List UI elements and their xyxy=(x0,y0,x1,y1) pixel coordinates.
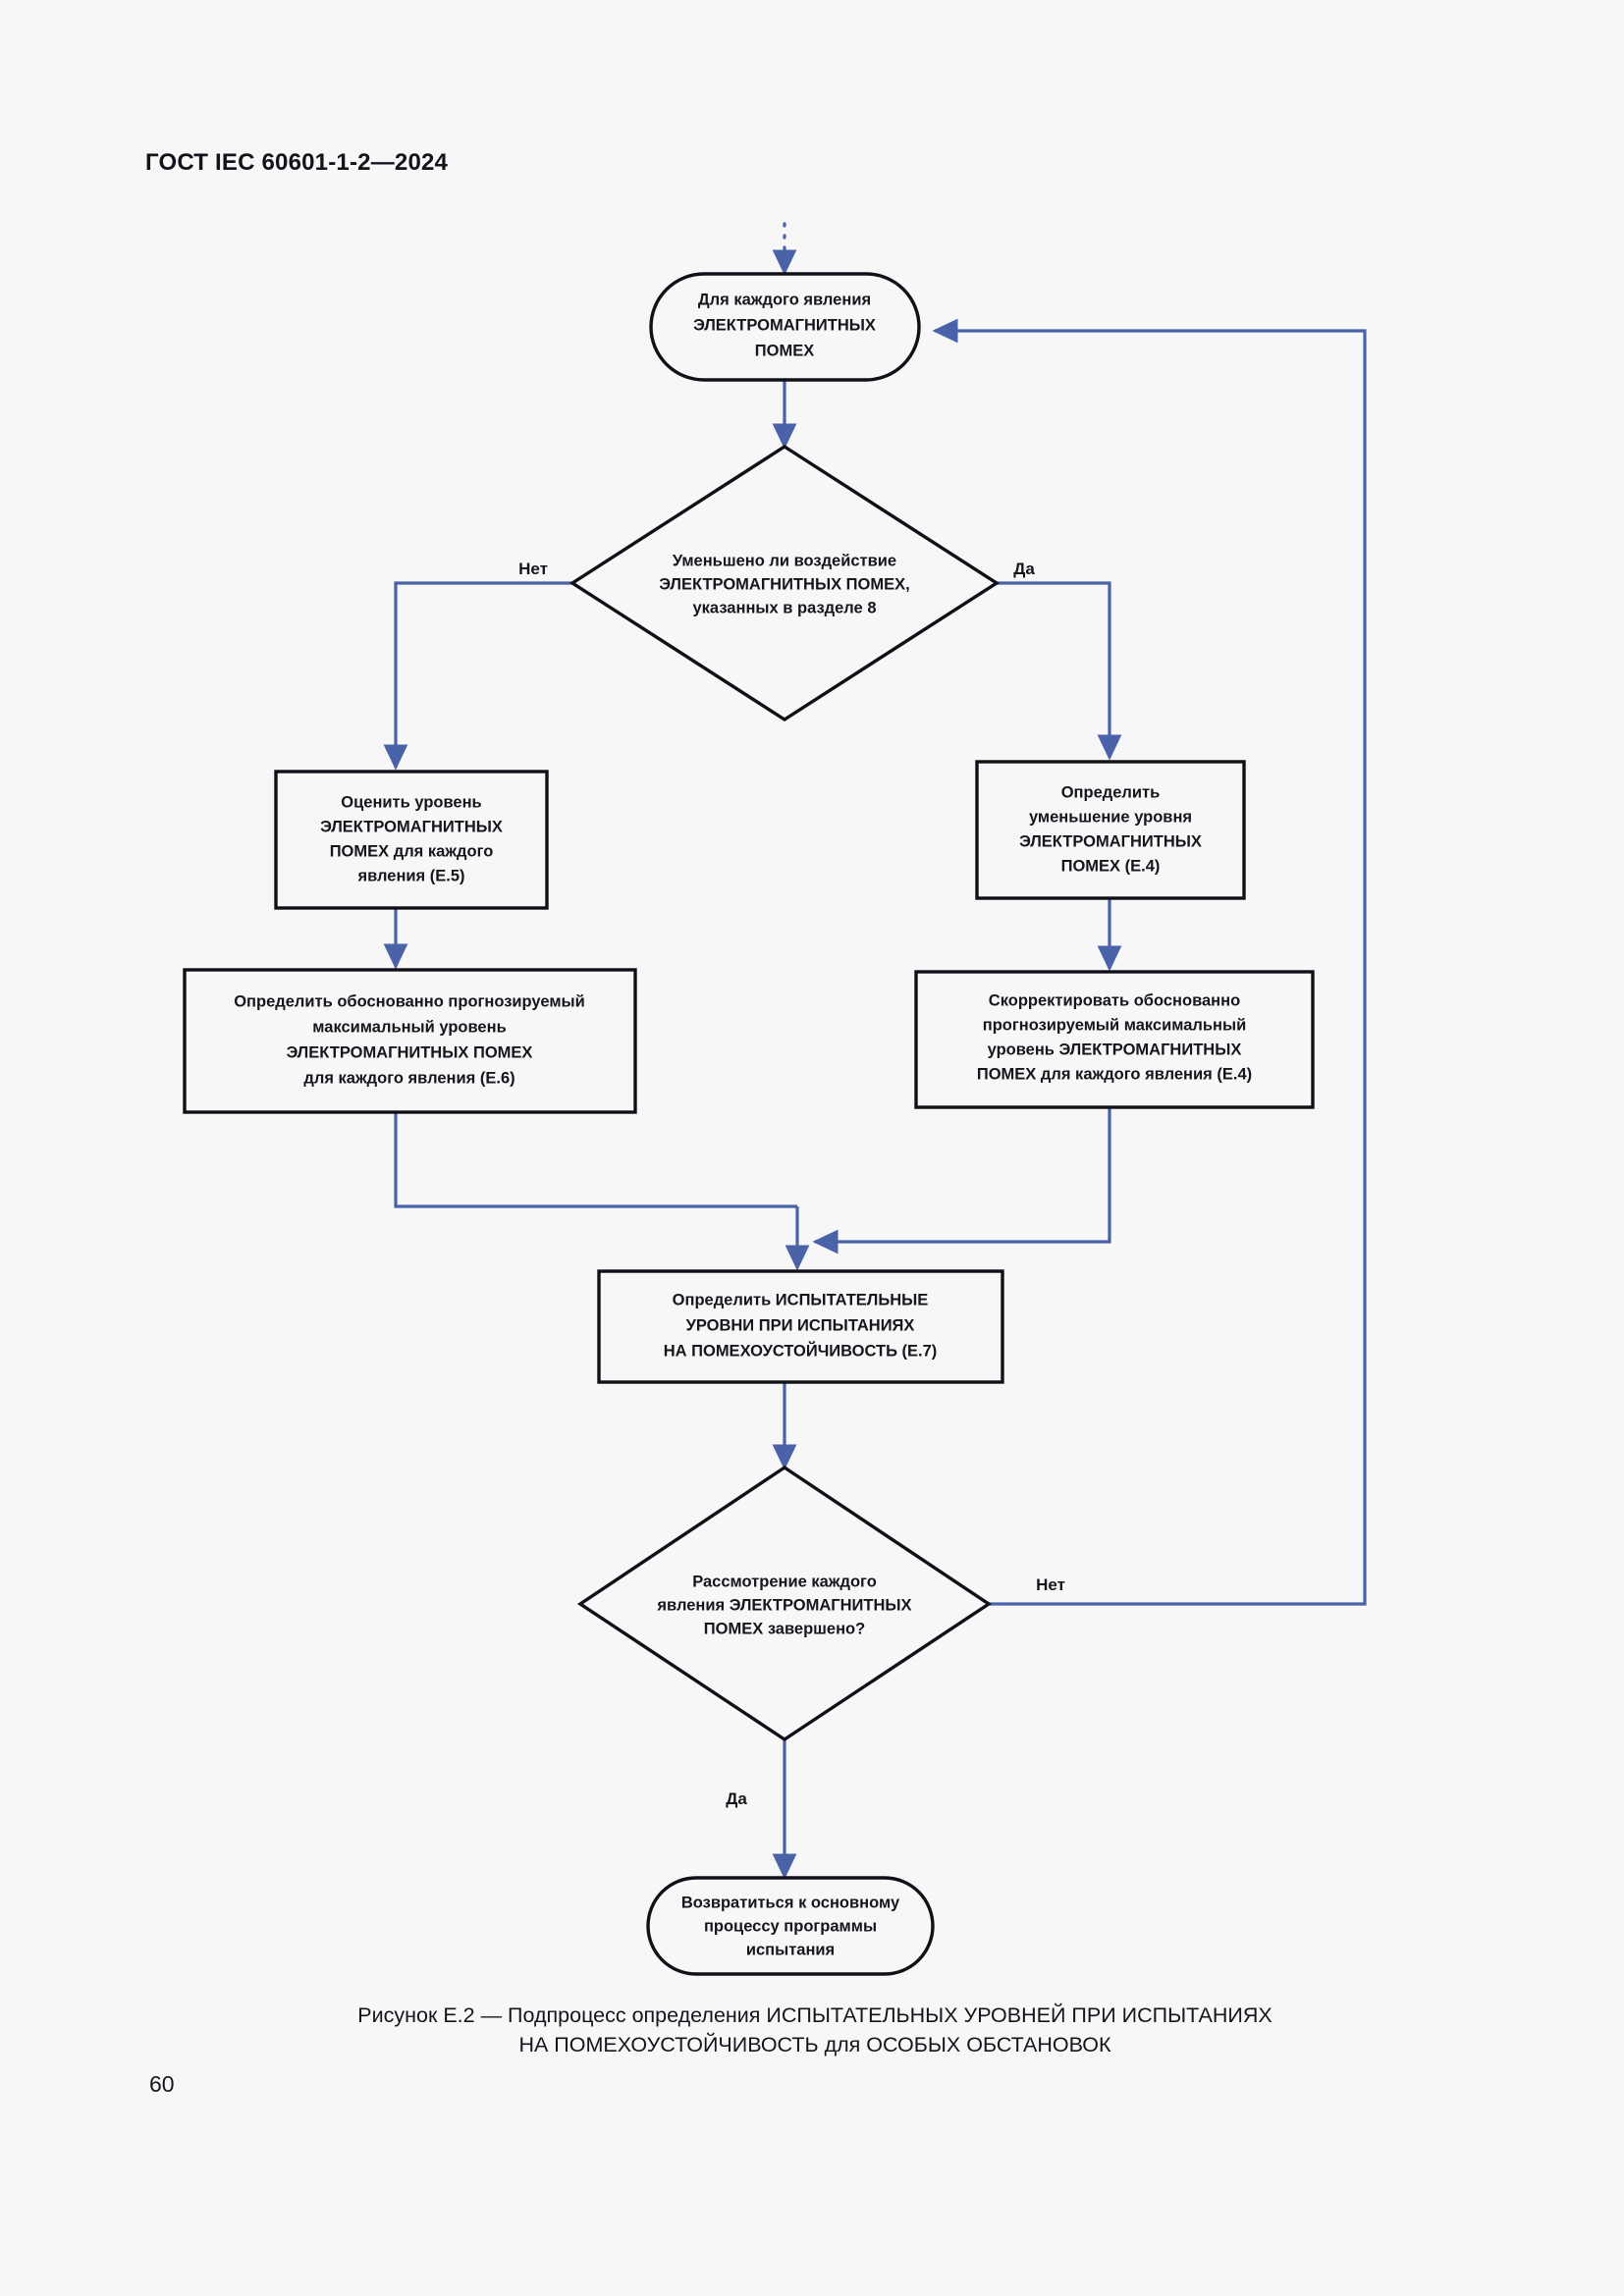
node-e4correct-line-1: Скорректировать обоснованно xyxy=(989,991,1240,1009)
node-end-line-1: Возвратиться к основному xyxy=(681,1894,900,1911)
node-e5-line-3: ПОМЕХ для каждого xyxy=(330,842,494,860)
node-e4reduce-line-3: ЭЛЕКТРОМАГНИТНЫХ xyxy=(1019,832,1202,850)
edge-e6-junction xyxy=(394,1112,797,1208)
figure-caption-line-2: НА ПОМЕХОУСТОЙЧИВОСТЬ для ОСОБЫХ ОБСТАНО… xyxy=(518,2033,1111,2056)
page-number: 60 xyxy=(149,2071,175,2097)
node-start: Для каждого явления ЭЛЕКТРОМАГНИТНЫХ ПОМ… xyxy=(649,272,921,382)
edge-e4correct-junction xyxy=(812,1107,1111,1255)
edge-label-decision2-yes: Да xyxy=(726,1789,747,1808)
node-e4correct-line-2: прогнозируемый максимальный xyxy=(983,1016,1247,1034)
node-end: Возвратиться к основному процессу програ… xyxy=(646,1876,935,1976)
node-decision1-line-3: указанных в разделе 8 xyxy=(693,599,877,616)
node-e5-line-2: ЭЛЕКТРОМАГНИТНЫХ xyxy=(320,818,503,835)
edge-decision2-no-feedback xyxy=(932,318,1367,1606)
node-e6-line-2: максимальный уровень xyxy=(312,1018,506,1036)
node-e4correct-line-4: ПОМЕХ для каждого явления (Е.4) xyxy=(977,1065,1252,1083)
node-decision1: Уменьшено ли воздействие ЭЛЕКТРОМАГНИТНЫ… xyxy=(568,444,1001,722)
node-decision2: Рассмотрение каждого явления ЭЛЕКТРОМАГН… xyxy=(576,1465,993,1742)
edge-decision1-no xyxy=(383,581,572,771)
node-e7-line-3: НА ПОМЕХОУСТОЙЧИВОСТЬ (Е.7) xyxy=(664,1341,938,1360)
node-decision2-line-3: ПОМЕХ завершено? xyxy=(704,1620,865,1637)
node-decision2-line-1: Рассмотрение каждого xyxy=(692,1573,877,1590)
edge-label-decision2-no: Нет xyxy=(1036,1575,1065,1594)
node-e4reduce-line-1: Определить xyxy=(1061,783,1161,801)
node-e7-line-2: УРОВНИ ПРИ ИСПЫТАНИЯХ xyxy=(686,1316,915,1334)
node-e6-line-4: для каждого явления (Е.6) xyxy=(303,1069,514,1087)
node-process-e4-reduce: Определить уменьшение уровня ЭЛЕКТРОМАГН… xyxy=(975,760,1246,900)
node-process-e7: Определить ИСПЫТАТЕЛЬНЫЕ УРОВНИ ПРИ ИСПЫ… xyxy=(597,1269,1004,1384)
node-decision1-line-1: Уменьшено ли воздействие xyxy=(673,552,896,569)
node-start-line-3: ПОМЕХ xyxy=(755,342,814,359)
node-e5-line-1: Оценить уровень xyxy=(341,793,481,811)
node-decision1-line-2: ЭЛЕКТРОМАГНИТНЫХ ПОМЕХ, xyxy=(659,575,909,593)
node-e7-line-1: Определить ИСПЫТАТЕЛЬНЫЕ xyxy=(673,1291,929,1308)
node-process-e6: Определить обоснованно прогнозируемый ма… xyxy=(183,968,637,1114)
node-e6-line-1: Определить обоснованно прогнозируемый xyxy=(234,992,585,1010)
node-e4correct-line-3: уровень ЭЛЕКТРОМАГНИТНЫХ xyxy=(988,1041,1242,1058)
node-start-line-1: Для каждого явления xyxy=(698,291,871,308)
node-e6-line-3: ЭЛЕКТРОМАГНИТНЫХ ПОМЕХ xyxy=(287,1043,533,1061)
node-process-e5: Оценить уровень ЭЛЕКТРОМАГНИТНЫХ ПОМЕХ д… xyxy=(274,770,549,910)
node-start-line-2: ЭЛЕКТРОМАГНИТНЫХ xyxy=(693,316,876,334)
edge-label-decision1-yes: Да xyxy=(1013,560,1035,578)
node-end-line-2: процессу программы xyxy=(704,1917,877,1935)
node-process-e4-correct: Скорректировать обоснованно прогнозируем… xyxy=(914,970,1315,1109)
node-e4reduce-line-2: уменьшение уровня xyxy=(1029,808,1192,826)
document-header: ГОСТ IEC 60601-1-2—2024 xyxy=(145,149,449,176)
node-end-line-3: испытания xyxy=(746,1941,835,1958)
node-e5-line-4: явления (Е.5) xyxy=(356,867,464,884)
edge-decision1-yes xyxy=(997,581,1122,761)
node-decision2-line-2: явления ЭЛЕКТРОМАГНИТНЫХ xyxy=(656,1596,911,1614)
figure-caption: Рисунок Е.2 — Подпроцесс определения ИСП… xyxy=(177,2001,1453,2059)
edge-label-decision1-no: Нет xyxy=(518,560,548,578)
node-e4reduce-line-4: ПОМЕХ (Е.4) xyxy=(1061,857,1161,875)
figure-caption-line-1: Рисунок Е.2 — Подпроцесс определения ИСП… xyxy=(357,2003,1272,2027)
